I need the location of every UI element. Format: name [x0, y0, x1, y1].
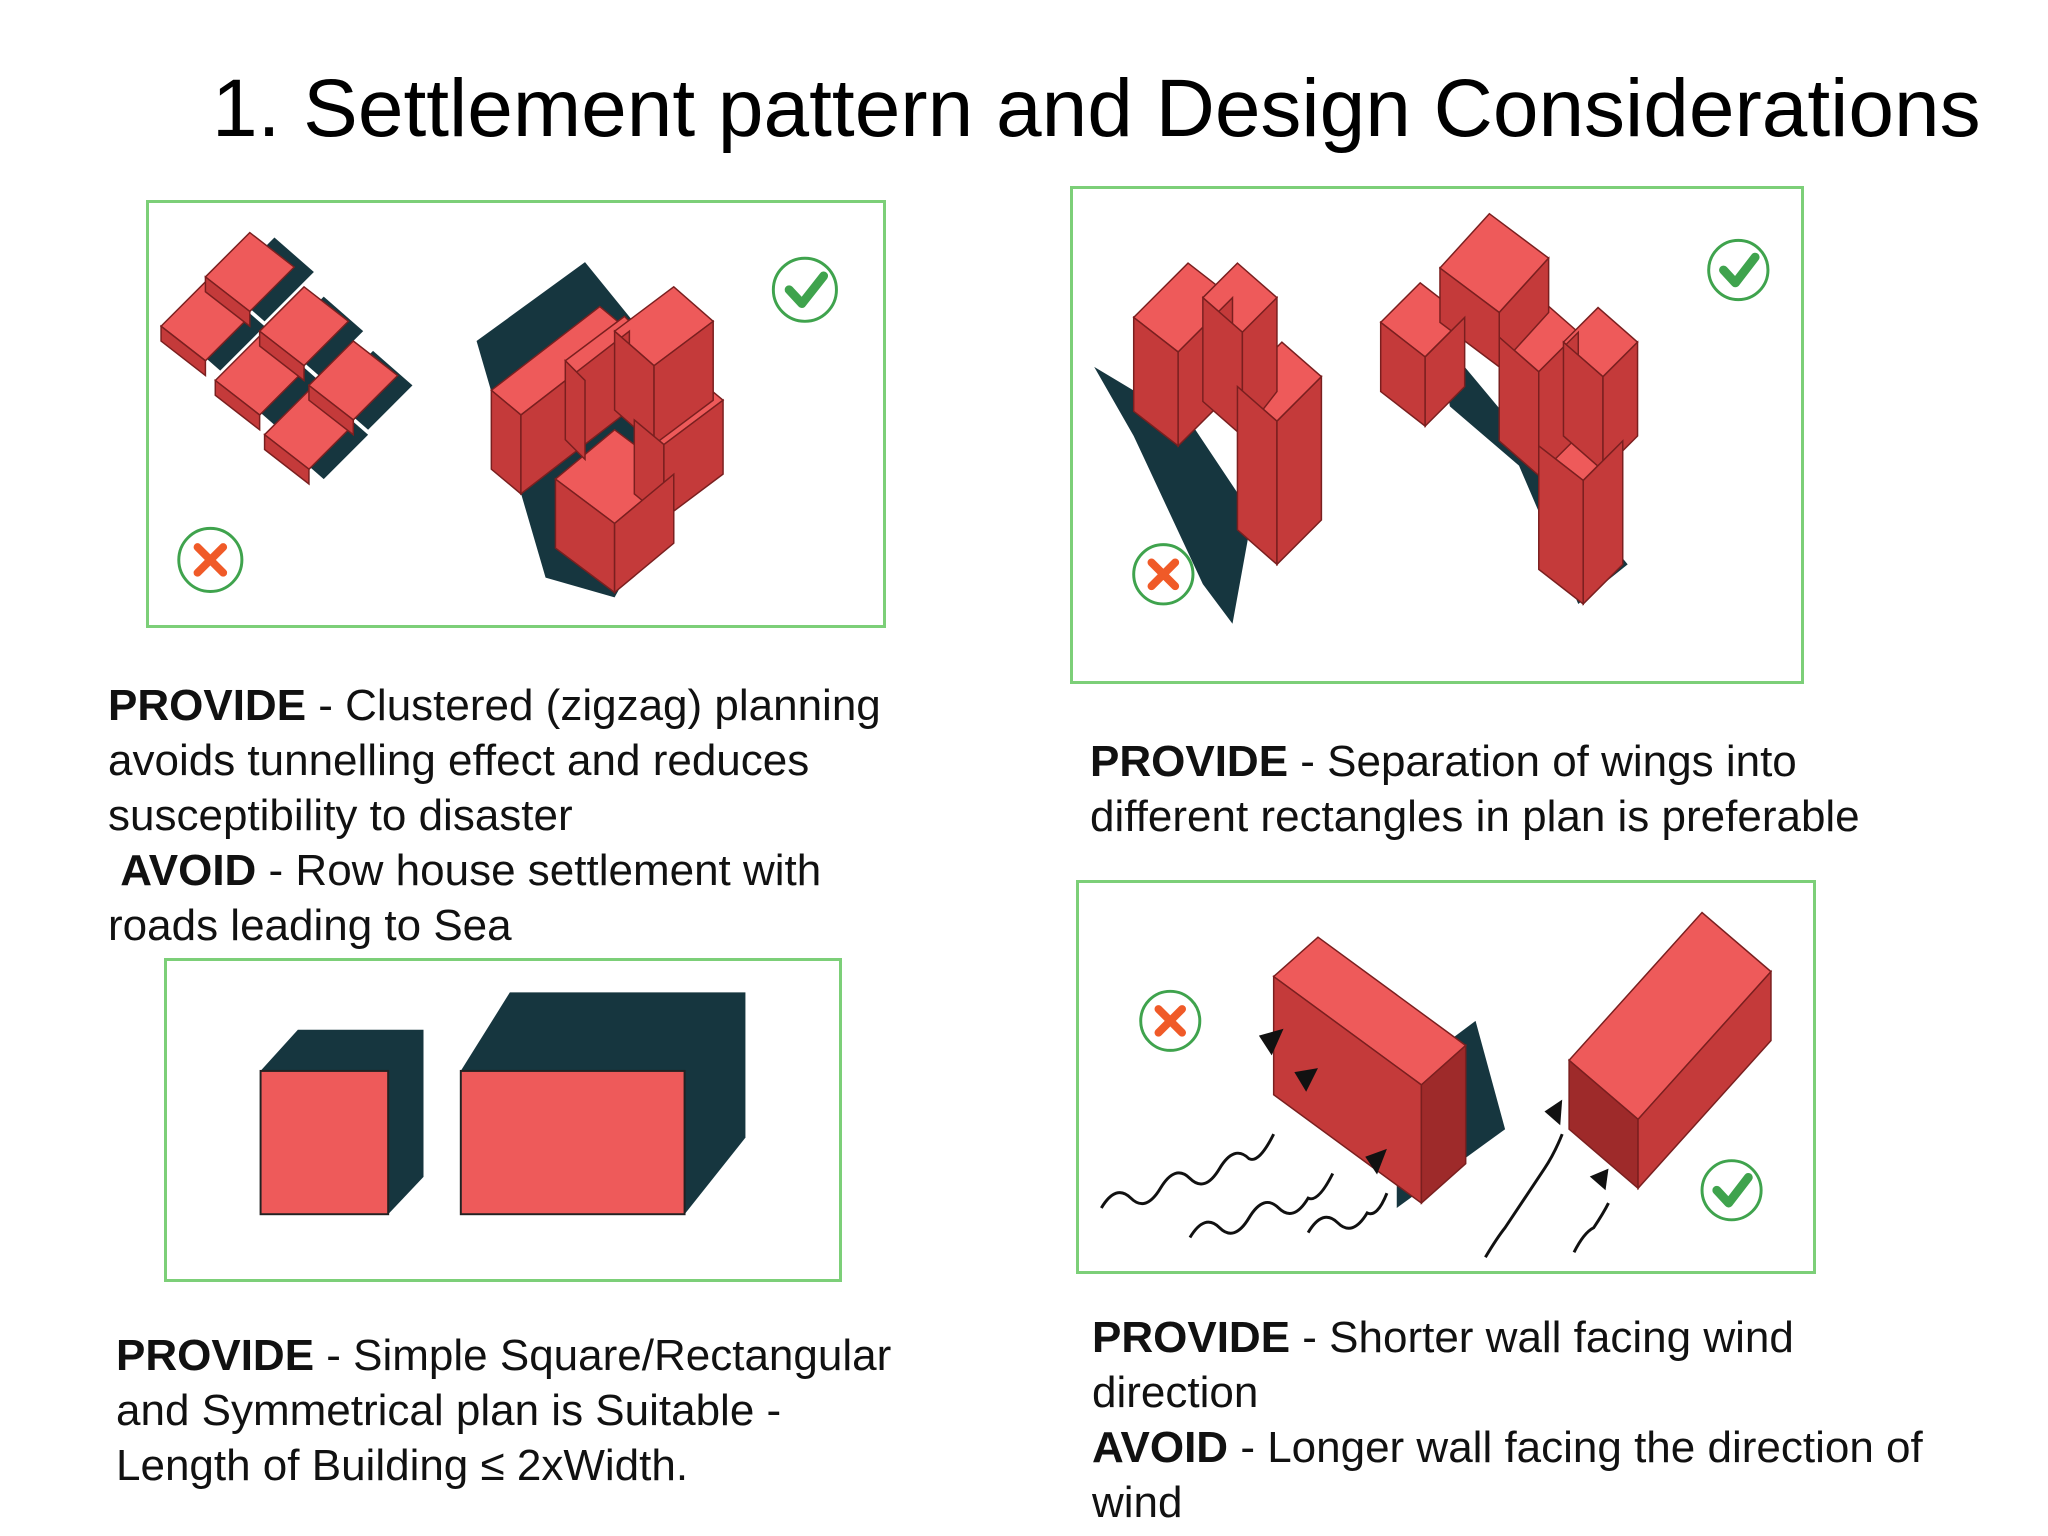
caption-bottom-left: PROVIDE - Simple Square/Rectangular and … — [116, 1328, 891, 1493]
square-block — [259, 1029, 424, 1216]
long-wall-building — [1272, 936, 1506, 1208]
caption-bottom-right: PROVIDE - Shorter wall facing wind direc… — [1092, 1310, 1923, 1530]
provide-label: PROVIDE — [1090, 737, 1289, 786]
check-circle-icon — [1700, 1159, 1763, 1222]
simple-plan-drawing — [259, 992, 746, 1216]
simple-plan-illustration — [164, 958, 842, 1282]
joined-wing-blocks — [1094, 262, 1323, 624]
avoid-label: AVOID — [1092, 1423, 1229, 1472]
provide-label: PROVIDE — [108, 681, 307, 730]
caption-text: susceptibility to disaster — [108, 791, 573, 840]
cross-circle-icon — [1132, 543, 1195, 606]
caption-text: different rectangles in plan is preferab… — [1090, 792, 1860, 841]
caption-text: direction — [1092, 1368, 1259, 1417]
wind-arrows — [1100, 1133, 1610, 1258]
caption-top-right: PROVIDE - Separation of wings into diffe… — [1090, 734, 1860, 844]
cross-circle-icon — [1139, 989, 1202, 1052]
caption-text: - Separation of wings into — [1288, 737, 1797, 786]
settlement-pattern-illustration — [146, 200, 886, 628]
cross-circle-icon — [177, 526, 244, 593]
caption-text: - Row house settlement with — [256, 846, 822, 895]
rectangular-block — [459, 992, 746, 1216]
caption-text: wind — [1092, 1478, 1183, 1527]
row-house-blocks — [159, 231, 413, 486]
check-circle-icon — [771, 256, 838, 323]
caption-text: - Longer wall facing the direction of — [1228, 1423, 1923, 1472]
wing-separation-drawing — [1094, 212, 1770, 624]
caption-text: Length of Building ≤ 2xWidth. — [116, 1441, 689, 1490]
wind-orientation-illustration — [1076, 880, 1816, 1274]
settlement-pattern-drawing — [159, 231, 838, 598]
short-wall-building — [1568, 911, 1773, 1191]
provide-label: PROVIDE — [116, 1331, 315, 1380]
cluster-blocks — [476, 262, 725, 598]
page-title: 1. Settlement pattern and Design Conside… — [212, 63, 1981, 154]
arrow-heads — [1258, 1028, 1609, 1191]
provide-label: PROVIDE — [1092, 1313, 1291, 1362]
avoid-label: AVOID — [120, 846, 257, 895]
wing-separation-illustration — [1070, 186, 1804, 684]
caption-text: - Clustered (zigzag) planning — [306, 681, 881, 730]
caption-text: roads leading to Sea — [108, 901, 512, 950]
caption-top-left: PROVIDE - Clustered (zigzag) planning av… — [108, 678, 881, 953]
wind-orientation-drawing — [1100, 911, 1773, 1258]
caption-text: - Shorter wall facing wind — [1290, 1313, 1794, 1362]
caption-text: and Symmetrical plan is Suitable - — [116, 1386, 782, 1435]
check-circle-icon — [1707, 238, 1770, 302]
separated-wing-blocks — [1379, 212, 1639, 606]
caption-text: avoids tunnelling effect and reduces — [108, 736, 810, 785]
caption-text: - Simple Square/Rectangular — [314, 1331, 892, 1380]
